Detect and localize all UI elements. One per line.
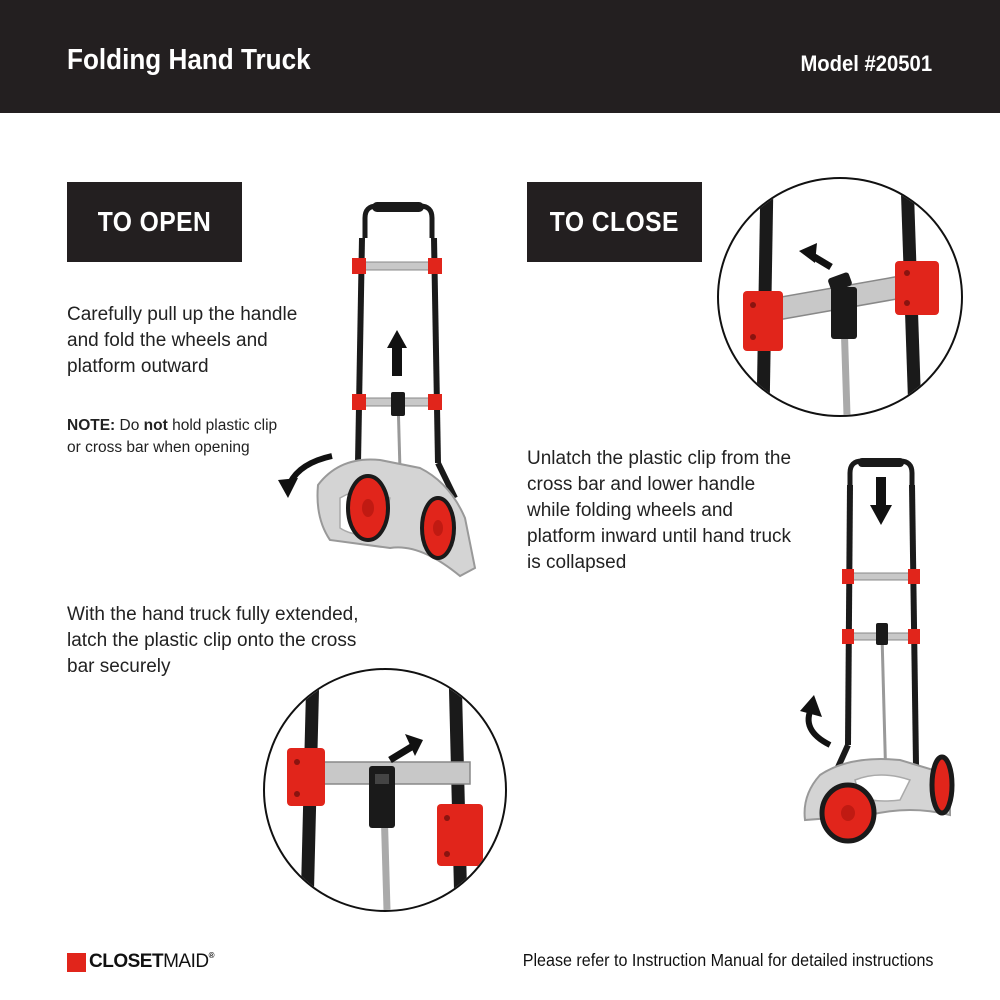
brand-bold: CLOSET bbox=[89, 951, 164, 972]
open-line-3: platform outward bbox=[67, 356, 209, 377]
logo-mark-icon bbox=[67, 952, 86, 972]
clip-icon bbox=[369, 766, 395, 828]
brand-logo: CLOSETMAID® bbox=[67, 950, 215, 974]
rotate-arrow-icon bbox=[278, 453, 333, 498]
open-line-1: Carefully pull up the handle bbox=[67, 304, 298, 325]
latch-detail-circle bbox=[263, 668, 507, 912]
close-line-2: cross bar and lower handle bbox=[527, 474, 756, 495]
footer-note: Please refer to Instruction Manual for d… bbox=[522, 950, 933, 970]
up-arrow-icon bbox=[388, 734, 423, 763]
model-number: Model #20501 bbox=[800, 51, 932, 76]
note-emphasis: not bbox=[143, 417, 168, 434]
open-hand-truck-illustration bbox=[270, 198, 490, 583]
latch-line-1: With the hand truck fully extended, bbox=[67, 604, 359, 625]
note-text-2: hold plastic clip bbox=[167, 417, 278, 434]
close-line-1: Unlatch the plastic clip from the bbox=[527, 448, 792, 469]
rotate-arrow-icon bbox=[799, 243, 833, 271]
brand-registered: ® bbox=[208, 951, 215, 960]
close-hand-truck-illustration bbox=[790, 455, 970, 850]
header-bar: Folding Hand Truck Model #20501 bbox=[0, 0, 1000, 113]
brand-thin: MAID bbox=[163, 951, 209, 972]
rotate-arrow-icon bbox=[800, 695, 832, 748]
close-instructions: Unlatch the plastic clip from the cross … bbox=[527, 446, 791, 576]
note-text-1: Do bbox=[115, 417, 144, 434]
latch-line-3: bar securely bbox=[67, 656, 171, 677]
latch-instructions: With the hand truck fully extended, latc… bbox=[67, 602, 359, 680]
open-note: NOTE: Do not hold plastic clip or cross … bbox=[67, 415, 277, 459]
close-line-4: platform inward until hand truck bbox=[527, 526, 792, 547]
to-close-label: TO CLOSE bbox=[527, 182, 702, 262]
note-prefix: NOTE: bbox=[67, 417, 116, 434]
open-line-2: and fold the wheels and bbox=[67, 330, 268, 351]
note-line-2: or cross bar when opening bbox=[67, 439, 250, 456]
close-line-5: is collapsed bbox=[527, 552, 627, 573]
close-line-3: while folding wheels and bbox=[527, 500, 733, 521]
latch-line-2: latch the plastic clip onto the cross bbox=[67, 630, 357, 651]
unlatch-detail-circle bbox=[717, 177, 963, 417]
up-arrow-icon bbox=[387, 330, 407, 376]
open-instructions: Carefully pull up the handle and fold th… bbox=[67, 302, 297, 380]
page-title: Folding Hand Truck bbox=[67, 44, 311, 76]
to-open-label: TO OPEN bbox=[67, 182, 242, 262]
down-arrow-icon bbox=[870, 477, 892, 525]
clip-icon bbox=[828, 272, 857, 339]
